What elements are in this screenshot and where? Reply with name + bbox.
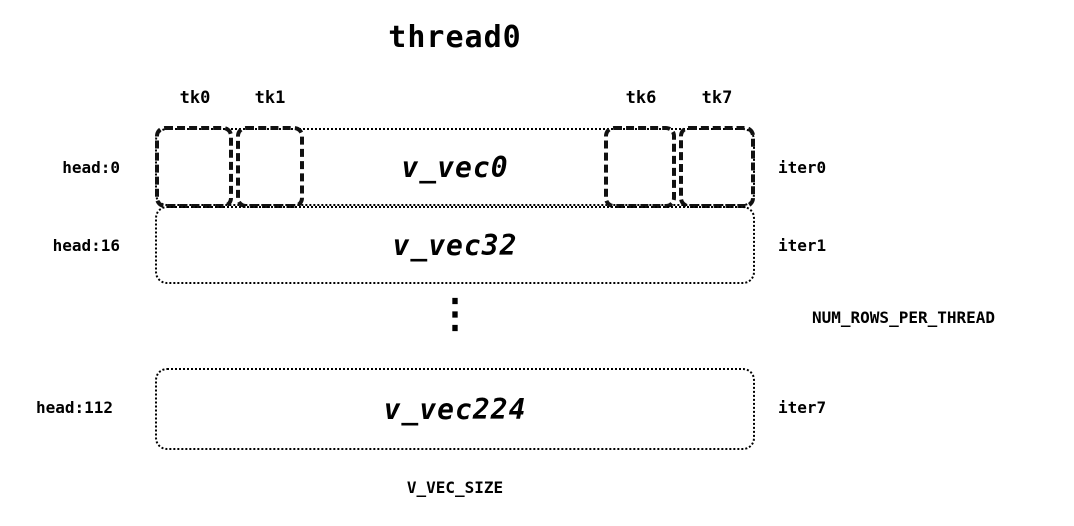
vvec32-box: v_vec32 [155, 206, 755, 284]
tk0-box [155, 126, 233, 208]
head0-label: head:0 [62, 158, 120, 177]
iter1-label: iter1 [778, 236, 827, 255]
iter0-label: iter0 [778, 158, 827, 177]
vvec224-box: v_vec224 [155, 368, 755, 450]
head16-label: head:16 [52, 236, 120, 255]
iter7-label: iter7 [778, 398, 827, 417]
tk6-label: tk6 [625, 88, 657, 108]
vvec224-label: v_vec224 [383, 392, 527, 426]
tk0-label: tk0 [179, 88, 211, 108]
num-rows-per-thread-label: NUM_ROWS_PER_THREAD [812, 308, 996, 327]
diagram-title: thread0 [388, 20, 522, 55]
tk1-box [236, 126, 304, 208]
tk7-box [679, 126, 755, 208]
vertical-ellipsis: ⋮ [435, 291, 475, 337]
head112-label: head:112 [35, 398, 113, 417]
v-vec-size-label: V_VEC_SIZE [406, 478, 504, 497]
tk7-label: tk7 [701, 88, 733, 108]
vvec32-label: v_vec32 [392, 228, 518, 262]
tk6-box [604, 126, 676, 208]
vvec0-label: v_vec0 [401, 150, 509, 184]
tk1-label: tk1 [254, 88, 286, 108]
